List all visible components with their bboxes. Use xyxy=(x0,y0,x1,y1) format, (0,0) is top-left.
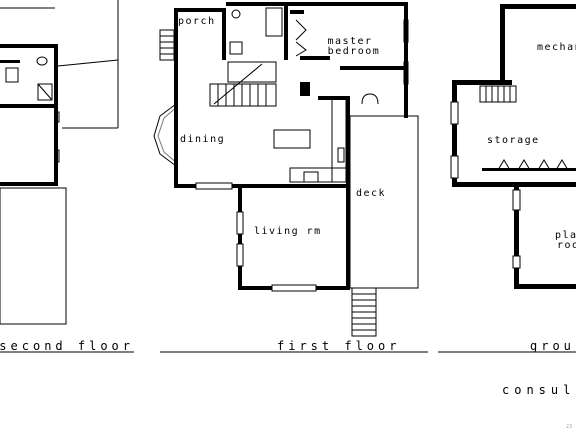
ground-floor-label: ground floor xyxy=(530,339,576,353)
floor-labels: second floor first floor ground floor xyxy=(0,339,576,353)
master-bedroom-label-line2: bedroom xyxy=(328,46,381,57)
ground-floor-plan: mechanical storage play room xyxy=(450,4,576,289)
first-floor-label: first floor xyxy=(277,339,400,353)
play-room-label-line2: room xyxy=(557,240,576,251)
kitchen-counter xyxy=(289,97,347,183)
first-floor-plan: porch master bedroom dining living rm de… xyxy=(153,2,419,337)
second-floor-label: second floor xyxy=(0,339,134,353)
porch-label: porch xyxy=(178,16,216,27)
first-floor-stairs xyxy=(209,61,277,107)
deck xyxy=(349,115,419,337)
master-bedroom-label-line1: master xyxy=(327,36,372,47)
consultant-label: consultant xyxy=(502,383,576,397)
living-room-label: living rm xyxy=(254,226,322,237)
dining-bay-window xyxy=(153,103,177,167)
second-floor-plan: storage bedroom xyxy=(0,0,119,325)
deck-label: deck xyxy=(356,188,386,199)
mechanical-label: mechanical xyxy=(537,42,576,53)
ground-storage-label: storage xyxy=(487,135,540,146)
page-mark: 23 xyxy=(566,424,572,430)
dining-label: dining xyxy=(180,134,225,145)
play-room-label-line1: play xyxy=(555,230,576,241)
kitchen-island xyxy=(273,129,311,149)
porch-steps xyxy=(159,29,175,61)
